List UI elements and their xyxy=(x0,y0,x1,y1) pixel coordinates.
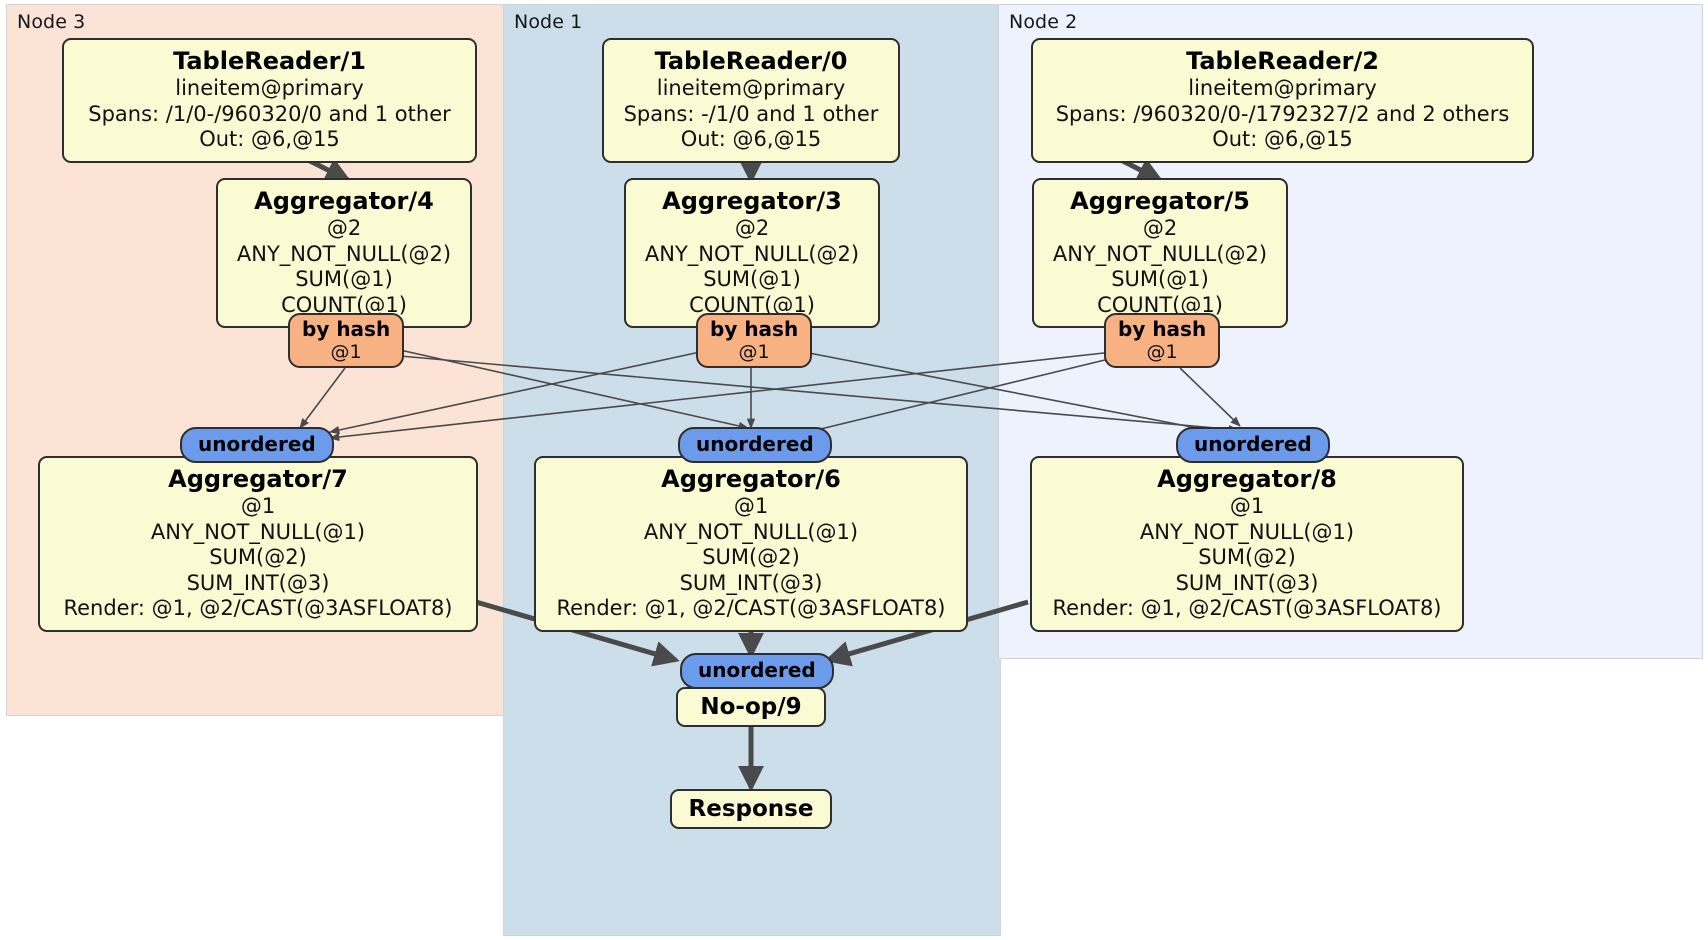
processor-aggregator-4[interactable]: Aggregator/4 @2 ANY_NOT_NULL(@2) SUM(@1)… xyxy=(216,178,472,328)
processor-aggregator-8[interactable]: Aggregator/8 @1 ANY_NOT_NULL(@1) SUM(@2)… xyxy=(1030,456,1464,632)
processor-detail-line: SUM(@1) xyxy=(703,267,801,291)
processor-detail-line: ANY_NOT_NULL(@2) xyxy=(644,241,860,266)
router-by-hash-center[interactable]: by hash @1 xyxy=(696,313,813,368)
stream-unordered-center[interactable]: unordered xyxy=(678,427,832,463)
processor-tablereader-2[interactable]: TableReader/2 lineitem@primary Spans: /9… xyxy=(1031,38,1534,163)
processor-render-line: Render: @1, @2/CAST(@3ASFLOAT8) xyxy=(63,596,453,620)
processor-detail-line: Spans: /1/0-/960320/0 and 1 other xyxy=(88,101,451,126)
processor-detail-line: SUM(@1) xyxy=(295,267,393,291)
processor-detail-line: COUNT(@1) xyxy=(689,292,815,317)
processor-title: Aggregator/8 xyxy=(1157,465,1337,493)
processor-detail-line: @1 xyxy=(1229,494,1265,518)
processor-detail-line: Out: @6,@15 xyxy=(1212,127,1353,151)
stream-label: unordered xyxy=(696,432,814,456)
processor-title: TableReader/0 xyxy=(654,47,848,75)
stream-unordered-right[interactable]: unordered xyxy=(1176,427,1330,463)
node-label-node-2: Node 2 xyxy=(1009,11,1078,33)
router-column: @1 xyxy=(330,341,362,363)
processor-detail-line: COUNT(@1) xyxy=(1097,292,1223,317)
node-label-node-1: Node 1 xyxy=(514,11,583,33)
processor-aggregator-7[interactable]: Aggregator/7 @1 ANY_NOT_NULL(@1) SUM(@2)… xyxy=(38,456,478,632)
processor-detail-line: SUM(@2) xyxy=(702,545,800,569)
processor-noop-9[interactable]: No-op/9 xyxy=(676,687,826,727)
processor-render-line: Render: @1, @2/CAST(@3ASFLOAT8) xyxy=(1052,596,1442,620)
processor-detail-line: SUM_INT(@3) xyxy=(186,570,330,595)
processor-title: Aggregator/7 xyxy=(168,465,348,493)
processor-detail-line: ANY_NOT_NULL(@1) xyxy=(643,519,859,544)
processor-detail-line: lineitem@primary xyxy=(175,76,364,100)
processor-detail-line: SUM(@2) xyxy=(209,545,307,569)
processor-detail-line: COUNT(@1) xyxy=(281,292,407,317)
processor-detail-line: @1 xyxy=(733,494,769,518)
stream-label: unordered xyxy=(1194,432,1312,456)
processor-detail-line: SUM_INT(@3) xyxy=(1175,570,1319,595)
processor-title: TableReader/2 xyxy=(1186,47,1379,75)
processor-aggregator-3[interactable]: Aggregator/3 @2 ANY_NOT_NULL(@2) SUM(@1)… xyxy=(624,178,880,328)
stream-label: unordered xyxy=(698,658,816,682)
router-by-hash-left[interactable]: by hash @1 xyxy=(288,313,405,368)
processor-render-line: Render: @1, @2/CAST(@3ASFLOAT8) xyxy=(556,596,946,620)
router-by-hash-right[interactable]: by hash @1 xyxy=(1104,313,1221,368)
stream-label: unordered xyxy=(198,432,316,456)
processor-detail-line: Spans: -/1/0 and 1 other xyxy=(623,101,879,126)
processor-detail-line: ANY_NOT_NULL(@1) xyxy=(1139,519,1355,544)
processor-detail-line: SUM(@1) xyxy=(1111,267,1209,291)
processor-aggregator-6[interactable]: Aggregator/6 @1 ANY_NOT_NULL(@1) SUM(@2)… xyxy=(534,456,968,632)
router-label: by hash xyxy=(302,317,391,341)
processor-title: Aggregator/3 xyxy=(662,187,842,215)
processor-title: Aggregator/5 xyxy=(1070,187,1250,215)
processor-detail-line: ANY_NOT_NULL(@2) xyxy=(236,241,452,266)
processor-detail-line: Out: @6,@15 xyxy=(680,127,822,151)
processor-detail-line: @2 xyxy=(1142,216,1178,240)
processor-title: No-op/9 xyxy=(700,694,802,720)
router-column: @1 xyxy=(738,341,770,363)
node-label-node-3: Node 3 xyxy=(17,11,86,33)
stream-unordered-final[interactable]: unordered xyxy=(680,653,834,689)
processor-title: TableReader/1 xyxy=(173,47,366,75)
processor-detail-line: lineitem@primary xyxy=(1188,76,1377,100)
processor-detail-line: @2 xyxy=(734,216,770,240)
processor-detail-line: @1 xyxy=(240,494,276,518)
stream-unordered-left[interactable]: unordered xyxy=(180,427,334,463)
router-label: by hash xyxy=(710,317,799,341)
processor-detail-line: ANY_NOT_NULL(@1) xyxy=(150,519,366,544)
processor-detail-line: lineitem@primary xyxy=(656,76,846,100)
processor-detail-line: SUM_INT(@3) xyxy=(679,570,823,595)
processor-title: Response xyxy=(688,796,814,822)
processor-title: Aggregator/4 xyxy=(254,187,434,215)
processor-detail-line: Out: @6,@15 xyxy=(199,127,340,151)
processor-detail-line: Spans: /960320/0-/1792327/2 and 2 others xyxy=(1055,101,1510,126)
processor-detail-line: ANY_NOT_NULL(@2) xyxy=(1052,241,1268,266)
processor-tablereader-1[interactable]: TableReader/1 lineitem@primary Spans: /1… xyxy=(62,38,477,163)
router-label: by hash xyxy=(1118,317,1207,341)
processor-detail-line: SUM(@2) xyxy=(1198,545,1296,569)
processor-aggregator-5[interactable]: Aggregator/5 @2 ANY_NOT_NULL(@2) SUM(@1)… xyxy=(1032,178,1288,328)
processor-title: Aggregator/6 xyxy=(661,465,841,493)
processor-tablereader-0[interactable]: TableReader/0 lineitem@primary Spans: -/… xyxy=(602,38,900,163)
processor-response[interactable]: Response xyxy=(670,789,832,829)
processor-detail-line: @2 xyxy=(326,216,362,240)
router-column: @1 xyxy=(1146,341,1178,363)
